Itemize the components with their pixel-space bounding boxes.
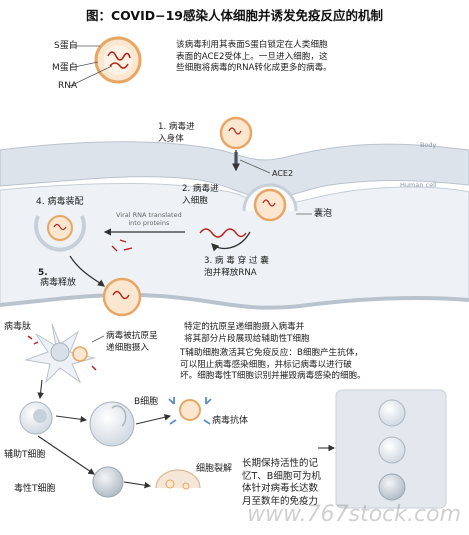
arrow-2-to-3 [211,231,251,252]
virus-release [102,277,142,317]
ace2-label: ACE2 [272,169,294,178]
helper-t-label: 辅助T细胞 [4,450,46,460]
rna-label: RNA [58,81,78,91]
step2-label: 2. 病毒进 入细胞 [182,184,219,206]
arrow-4-to-5 [69,255,105,287]
b-cell-label: B细胞 [134,397,159,407]
step1-label: 1. 病毒进 入身体 [158,122,195,144]
lysed-cell [155,469,201,490]
lysis-label: 细胞裂解 [196,464,233,474]
virus-assembly [34,215,86,252]
engulfed-virus [72,346,88,362]
apc-description: 特定的抗原呈递细胞摄入病毒并 将其部分片段展现给辅助性T细胞 [184,322,310,344]
arrow-apc-to-t [37,379,44,400]
virus-step1 [219,116,253,150]
arrow-b-to-antibody [135,414,172,425]
human-cell-label: Human cell [400,181,437,189]
antibody-cluster [168,397,212,425]
release-label: 病毒释放 [40,278,77,288]
m-protein-label: M蛋白 [52,63,78,73]
watermark: www.767stock.com [247,502,461,527]
protein-fragments [111,239,133,252]
arrow-cyto-to-lysis [123,481,152,489]
immune-description: T辅助细胞激活其它免疫反应：B细胞产生抗体， 可以阻止病毒感染细胞，并标记病毒以… [180,348,366,381]
released-rna [199,228,247,238]
virus-diagram [94,36,142,84]
vesicle-label: 囊泡 [314,209,333,219]
viral-rna-label: Viral RNA translated into proteins [116,211,182,227]
antibody-label: 病毒抗体 [212,416,249,426]
peptide-marks [27,335,97,371]
arrow-t-to-cyto [37,435,95,475]
cytotoxic-t-label: 毒性T细胞 [14,484,56,494]
step5-label: 5. [38,268,48,278]
b-cell-shape [89,401,135,447]
memory-description: 长期保持活性的记 忆T、B细胞可为机 体针对病毒长达数 月至数年的免疫力 [242,458,321,507]
step3-label: 3. 病 毒 穿 过 囊 泡并释放RNA [204,256,269,278]
apc-engulf-label: 病毒被抗原呈 递细胞摄入 [106,331,158,353]
virus-step2 [242,183,298,222]
arrow-t-to-b [55,415,88,423]
figure-title: 图：COVID−19感染人体细胞并诱发免疫反应的机制 [85,8,384,23]
cell-lower-membrane [0,292,469,310]
cytotoxic-t-shape [92,466,124,498]
s-protein-label: S蛋白 [54,41,78,51]
intro-text: 该病毒利用其表面S蛋白锁定在人类细胞 表面的ACE2受体上。一旦进入细胞，这 些… [176,40,332,73]
peptide-label: 病毒肽 [4,322,32,332]
step4-label: 4. 病毒装配 [36,197,84,207]
antigen-presenting-cell [24,323,96,384]
body-label: Body [420,141,437,149]
